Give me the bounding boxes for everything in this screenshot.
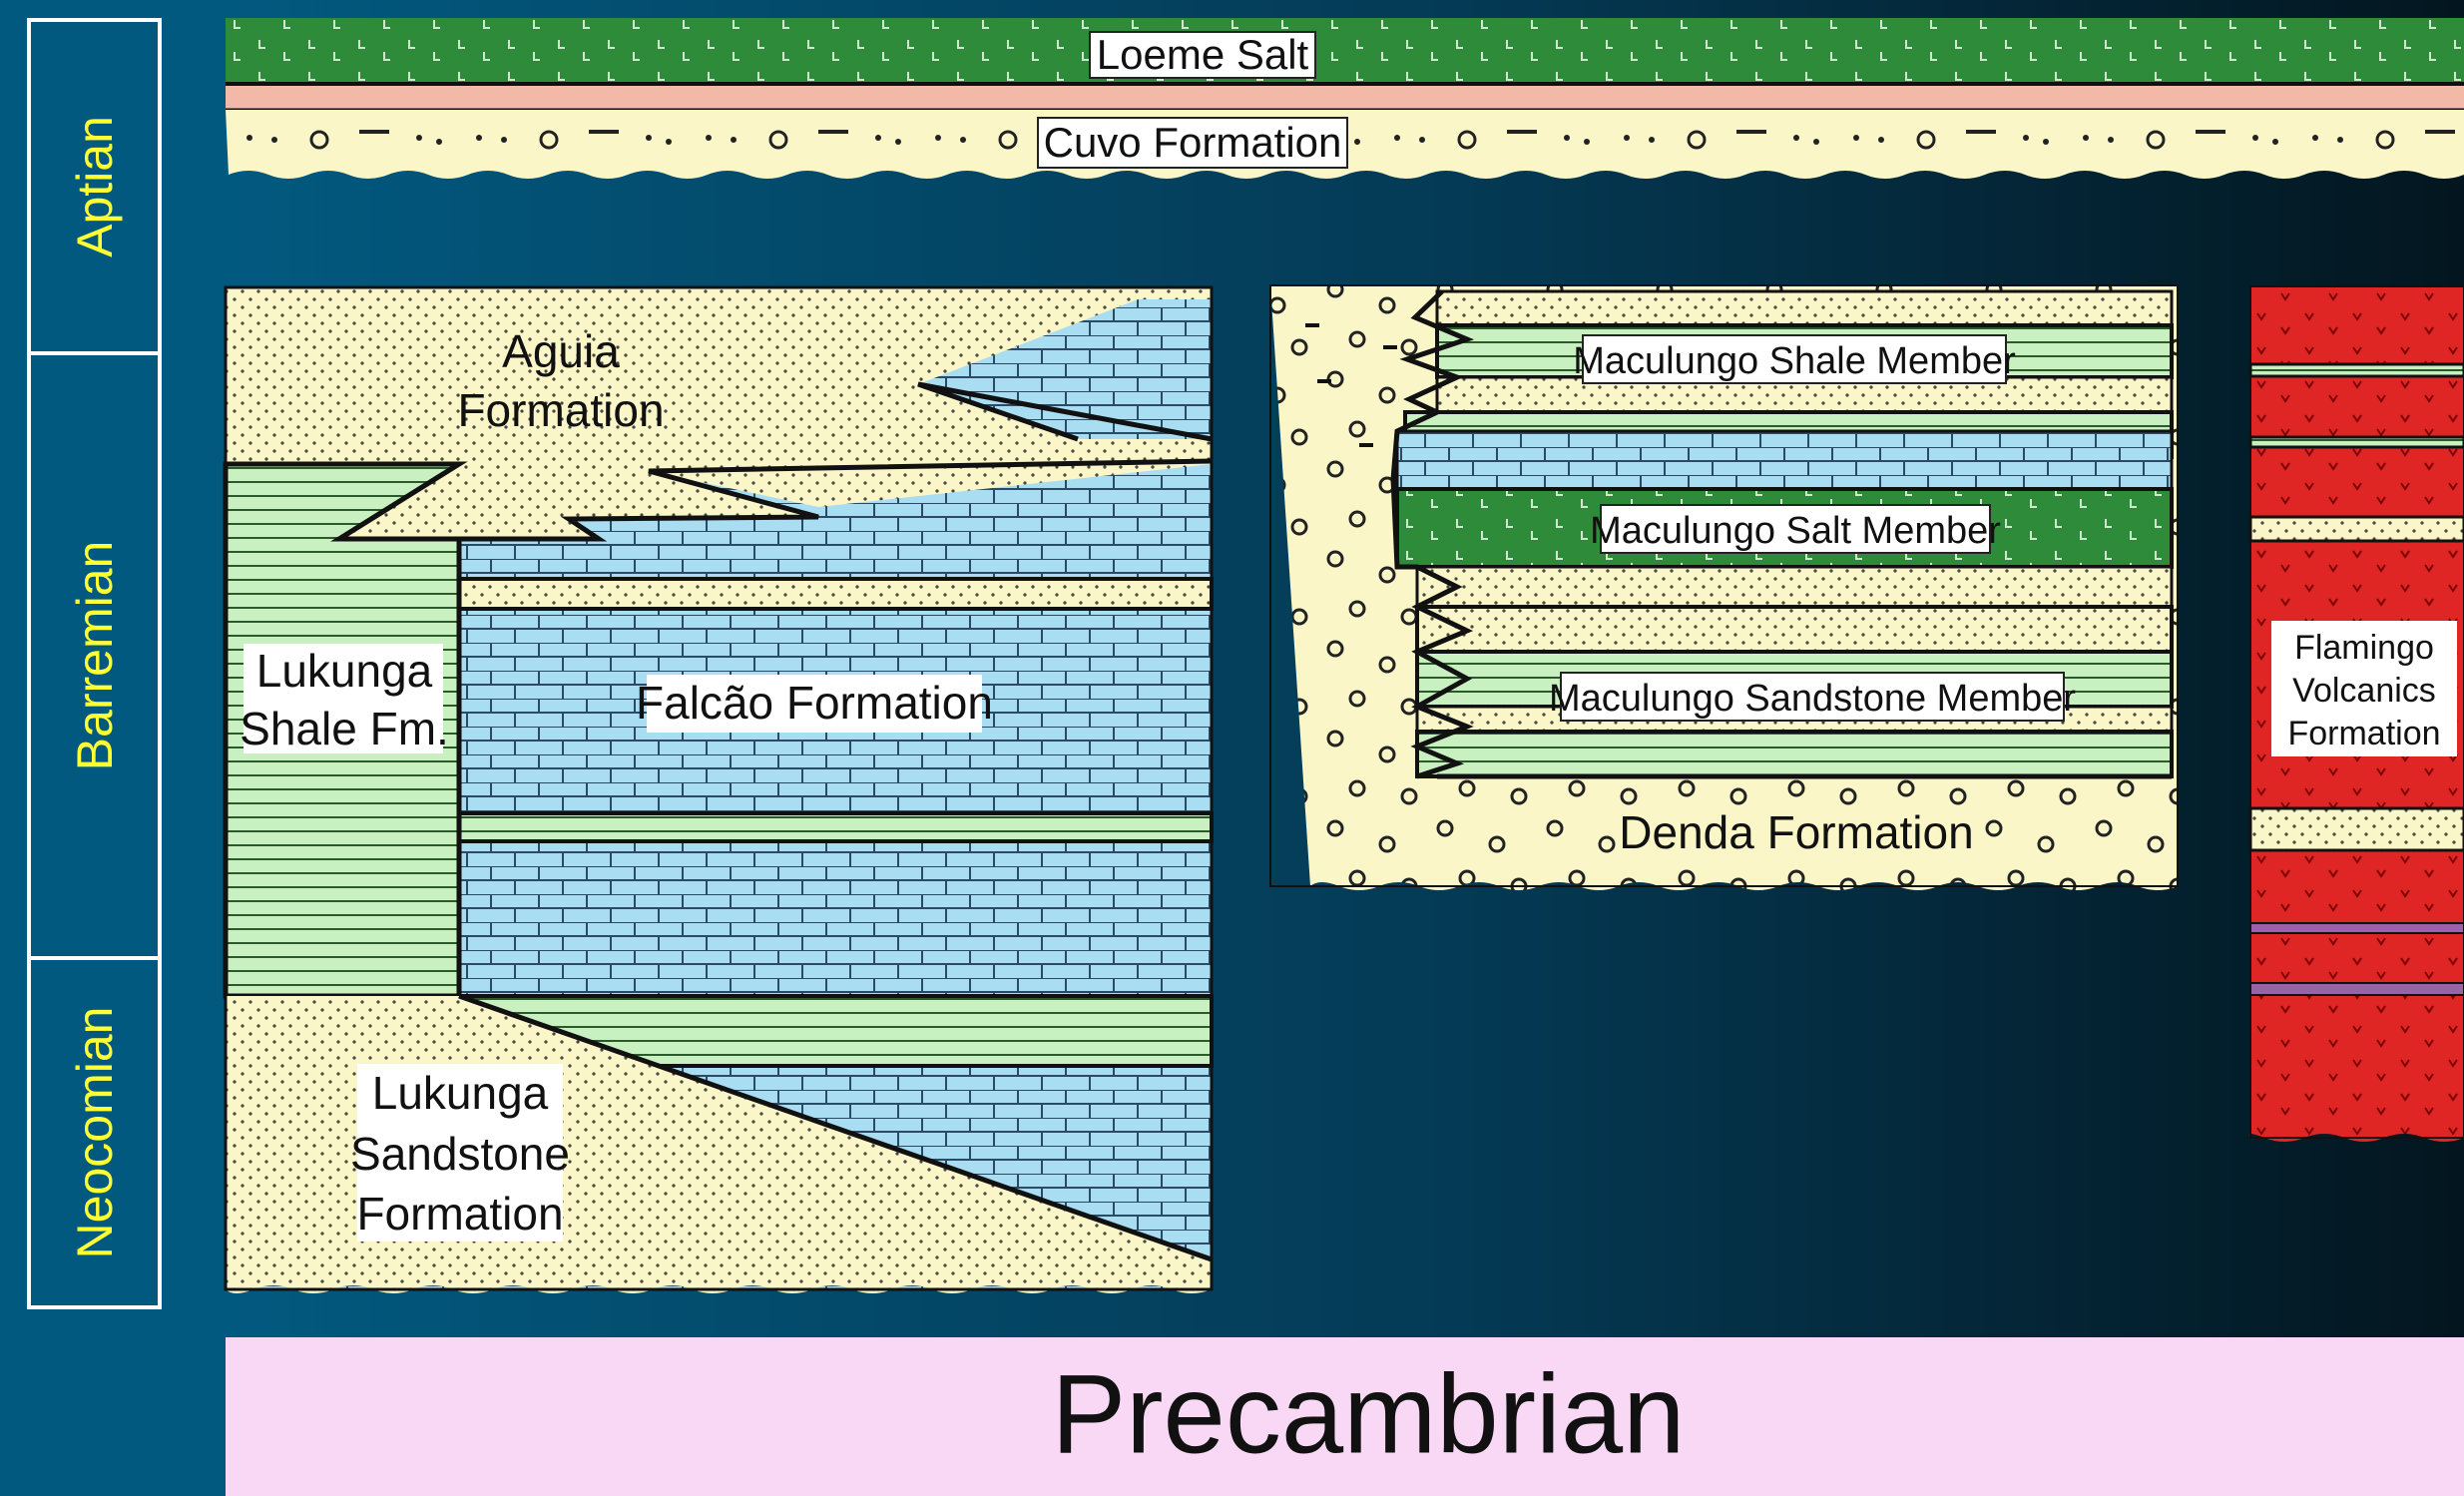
flamingo-label-line2: Volcanics bbox=[2292, 672, 2436, 710]
flamingo-label-line1: Flamingo bbox=[2294, 629, 2434, 667]
maculungo-sandstone-label: Maculungo Sandstone Member bbox=[1549, 678, 2076, 720]
stage-neocomian: Neocomian bbox=[27, 956, 162, 1309]
lukunga-shale-label-line2: Shale Fm. bbox=[240, 703, 449, 754]
lukunga-sandstone-label-line3: Formation bbox=[356, 1188, 563, 1240]
denda-formation-label: Denda Formation bbox=[1619, 806, 1973, 858]
maculungo-shale-label: Maculungo Shale Member bbox=[1573, 340, 2016, 382]
middle-section bbox=[1269, 284, 2179, 890]
maculungo-salt-label: Maculungo Salt Member bbox=[1590, 510, 2001, 552]
lukunga-shale-label-line1: Lukunga bbox=[256, 645, 433, 697]
falcao-formation-label: Falcão Formation bbox=[636, 677, 993, 729]
lukunga-sandstone-label-line1: Lukunga bbox=[372, 1067, 549, 1119]
precambrian-label: Precambrian bbox=[1051, 1351, 1686, 1477]
red-band-layer bbox=[226, 84, 2464, 110]
aguia-label-line2: Formation bbox=[457, 384, 664, 436]
aguia-label-line1: Aguia bbox=[502, 325, 620, 377]
precambrian-basement: Precambrian bbox=[226, 1337, 2464, 1496]
loeme-salt-label: Loeme Salt bbox=[1097, 31, 1309, 78]
lukunga-sandstone-label-line2: Sandstone bbox=[350, 1128, 570, 1180]
flamingo-label-line3: Formation bbox=[2287, 715, 2440, 752]
loeme-salt-layer bbox=[226, 18, 2464, 84]
cuvo-formation-label: Cuvo Formation bbox=[1044, 119, 1342, 166]
